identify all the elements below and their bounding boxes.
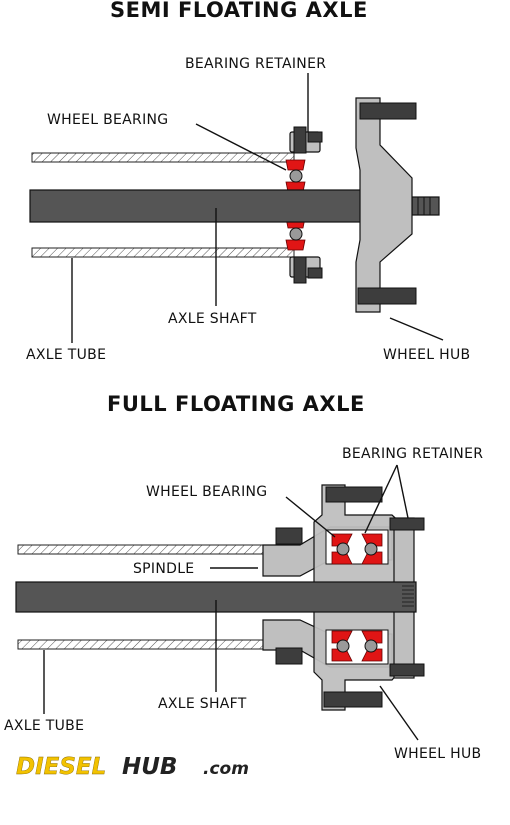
semi-axle-shaft <box>29 189 381 223</box>
full-label-axle-shaft: AXLE SHAFT <box>158 696 247 712</box>
full-label-axle-tube: AXLE TUBE <box>4 718 84 734</box>
full-axle-tube-lower <box>17 639 281 650</box>
logo-hub: HUB <box>122 754 177 780</box>
semi-axle-tube-upper <box>31 152 295 163</box>
semi-label-wheel-hub: WHEEL HUB <box>383 347 470 363</box>
logo-dotcom: .com <box>203 759 249 779</box>
semi-bearing-retainer <box>289 126 323 284</box>
full-label-spindle: SPINDLE <box>133 561 194 577</box>
full-lug-studs <box>323 486 383 708</box>
logo-diesel: DIESEL <box>16 754 106 780</box>
semi-label-axle-tube: AXLE TUBE <box>26 347 106 363</box>
full-label-bearing-retainer: BEARING RETAINER <box>342 446 483 462</box>
full-label-wheel-hub: WHEEL HUB <box>394 746 481 762</box>
full-axle-tube-upper <box>17 544 281 555</box>
semi-shaft-splines <box>411 196 440 216</box>
full-label-wheel-bearing: WHEEL BEARING <box>146 484 267 500</box>
semi-floating-section: SEMI FLOATING AXLE <box>26 0 470 363</box>
full-spindle-bolts <box>275 527 303 665</box>
full-flange-bolts <box>389 517 425 677</box>
full-floating-section: FULL FLOATING AXLE <box>4 392 483 762</box>
semi-axle-tube-lower <box>31 247 295 258</box>
full-title: FULL FLOATING AXLE <box>107 392 365 416</box>
semi-label-bearing-retainer: BEARING RETAINER <box>185 56 326 72</box>
semi-wheel-hub <box>355 97 413 313</box>
semi-lug-studs <box>357 102 417 305</box>
semi-title: SEMI FLOATING AXLE <box>110 0 368 22</box>
dieselhub-logo: DIESEL HUB .com <box>16 754 249 780</box>
full-wheel-bearing-upper <box>331 533 383 565</box>
semi-label-wheel-bearing: WHEEL BEARING <box>47 112 168 128</box>
semi-label-axle-shaft: AXLE SHAFT <box>168 311 257 327</box>
full-wheel-bearing-lower <box>331 630 383 662</box>
